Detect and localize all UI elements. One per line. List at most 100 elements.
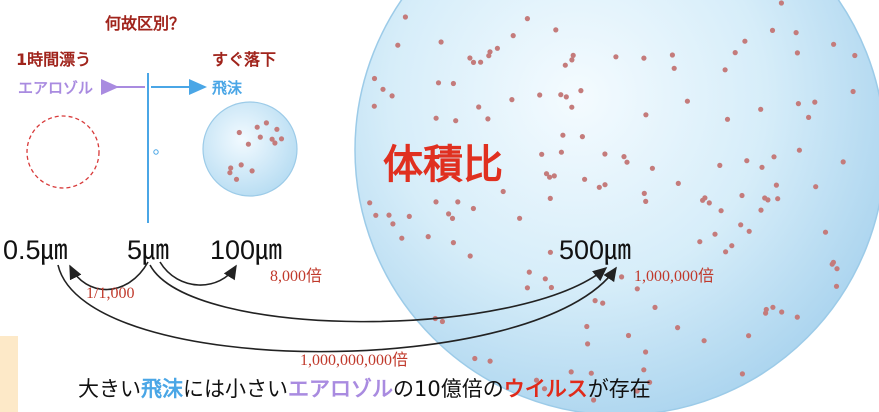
virus-dot — [718, 208, 724, 214]
virus-dot — [249, 168, 255, 174]
virus-dot — [510, 33, 516, 39]
virus-dot — [732, 50, 738, 56]
virus-dot — [649, 165, 656, 171]
virus-dot — [558, 92, 564, 98]
virus-dot — [395, 42, 401, 48]
virus-dot — [562, 62, 568, 68]
virus-dot — [697, 239, 703, 245]
virus-dot — [367, 200, 373, 206]
virus-dot — [634, 286, 640, 292]
virus-dots-large — [367, 0, 858, 403]
virus-dot — [775, 196, 781, 202]
virus-dot — [834, 266, 840, 272]
virus-dot — [563, 94, 569, 100]
aerosol-label: エアロゾル — [18, 79, 94, 97]
virus-dot — [439, 318, 445, 325]
virus-dot — [485, 116, 491, 122]
virus-dot — [600, 300, 606, 306]
left-accent-strip — [0, 336, 18, 412]
virus-dot — [596, 184, 602, 190]
virus-dot — [233, 176, 240, 182]
virus-dot — [702, 195, 708, 201]
virus-dot — [254, 124, 260, 130]
virus-dot — [830, 259, 837, 265]
caption-part3: の10億倍の — [393, 377, 504, 401]
virus-dot — [551, 173, 557, 179]
virus-dot — [723, 249, 729, 255]
virus-dot — [701, 338, 707, 344]
virus-dot — [524, 285, 531, 291]
virus-dot — [621, 154, 627, 160]
arc-5um-to-500um — [149, 264, 608, 323]
virus-dot — [269, 136, 275, 142]
virus-dot — [245, 141, 251, 147]
virus-dot — [794, 50, 801, 56]
virus-dot — [238, 162, 244, 168]
virus-dot — [778, 0, 785, 6]
virus-dot — [272, 140, 278, 146]
virus-dot — [684, 98, 691, 104]
virus-dot — [643, 112, 649, 118]
virus-dot — [568, 369, 574, 375]
virus-dot — [641, 55, 647, 61]
virus-dot — [758, 207, 764, 213]
ratio-8000: 8,000倍 — [270, 268, 323, 285]
size-label-5um: 5㎛ — [127, 235, 170, 265]
virus-dot — [450, 240, 456, 246]
virus-dot — [717, 162, 723, 168]
virus-dot — [712, 231, 718, 237]
volume-ratio-title: 体積比 — [383, 142, 503, 188]
virus-dot — [406, 213, 412, 219]
virus-dot — [537, 92, 543, 98]
virus-dot — [553, 27, 559, 33]
virus-dot — [852, 52, 858, 59]
virus-dot — [435, 80, 442, 86]
virus-dot — [675, 180, 681, 186]
virus-dot — [371, 75, 378, 82]
virus-dot — [517, 215, 523, 221]
caption-virus: ウイルス — [503, 377, 588, 401]
virus-dot — [722, 67, 728, 73]
virus-dot — [746, 333, 752, 339]
caption: 大きい飛沫には小さいエアロゾルの10億倍のウイルスが存在 — [78, 373, 651, 403]
aerosol-description: 1時間漂う — [16, 50, 92, 69]
caption-part2: には小さい — [183, 377, 288, 401]
virus-dot — [236, 129, 242, 136]
virus-dot — [771, 154, 777, 160]
virus-dot — [478, 59, 484, 65]
virus-dot — [744, 158, 750, 164]
virus-dot — [584, 323, 590, 330]
virus-dot — [812, 99, 818, 105]
virus-dot — [570, 52, 576, 59]
virus-dot — [487, 358, 493, 364]
virus-dot — [671, 65, 677, 71]
virus-dot — [472, 355, 478, 362]
virus-dot — [227, 170, 233, 176]
virus-dot — [449, 215, 456, 221]
virus-dot — [526, 269, 532, 275]
virus-dot — [729, 243, 735, 249]
virus-dot — [758, 106, 764, 112]
virus-dot — [582, 176, 588, 182]
virus-dot — [494, 45, 500, 51]
virus-dot — [822, 229, 829, 235]
virus-dot — [602, 182, 608, 188]
arc-05um-to-500um — [57, 264, 617, 353]
virus-dot — [548, 284, 555, 291]
ratio-1000000000: 1,000,000,000倍 — [300, 352, 409, 369]
virus-dot — [487, 49, 493, 55]
virus-dot — [613, 54, 619, 60]
virus-dot — [831, 41, 837, 47]
virus-dot — [371, 103, 377, 109]
virus-dot — [762, 195, 768, 201]
virus-dot — [524, 16, 531, 22]
virus-dot — [509, 97, 515, 103]
virus-dot — [624, 159, 630, 165]
virus-dot — [547, 249, 554, 255]
virus-dot — [796, 147, 803, 153]
virus-dot — [578, 88, 584, 94]
virus-dot — [533, 377, 540, 383]
virus-dot — [770, 304, 776, 310]
size-label-100um: 100㎛ — [210, 235, 283, 265]
